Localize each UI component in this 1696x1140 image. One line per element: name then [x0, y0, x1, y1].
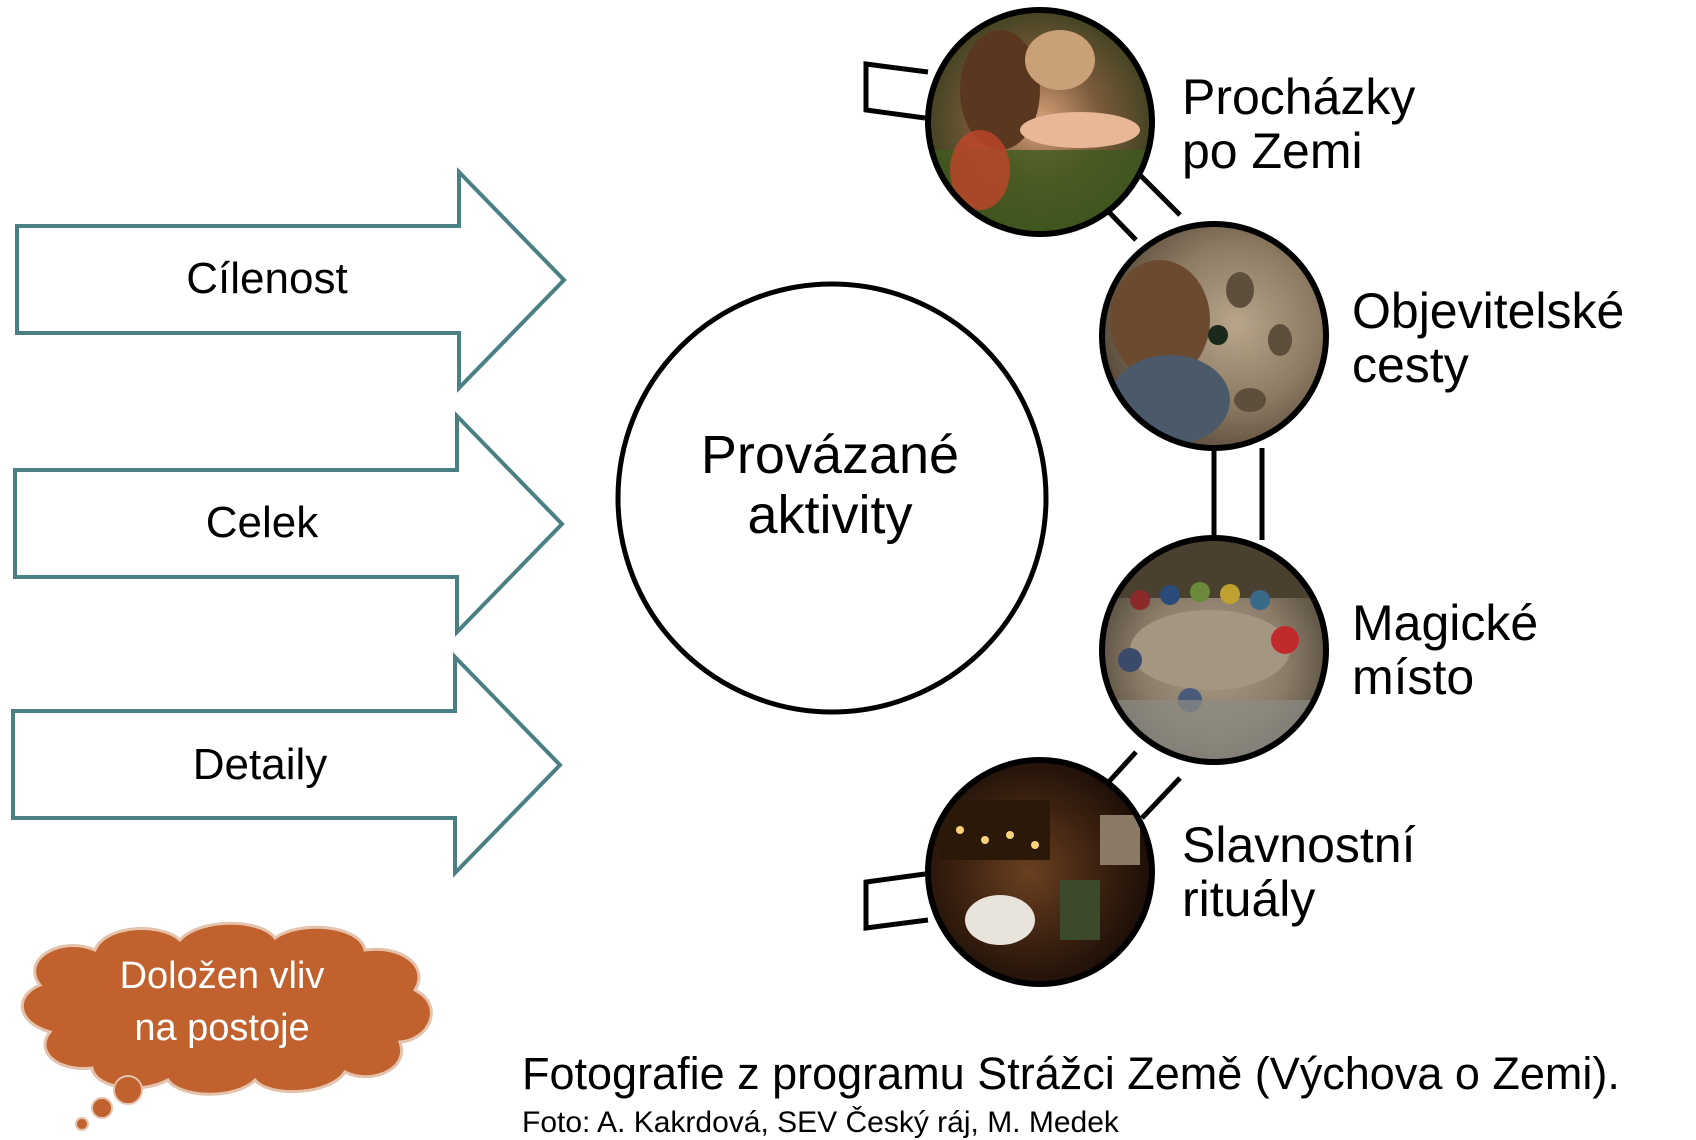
center-label-line2: aktivity: [747, 485, 913, 545]
center-circle: [615, 281, 1049, 715]
candlelit-room-photo: [925, 757, 1155, 987]
cloud-text: Doložen vliv na postoje: [62, 950, 382, 1054]
activity-line: Objevitelské: [1352, 283, 1625, 339]
center-label-line1: Provázané: [700, 425, 960, 485]
children-looking-at-hands-photo: [925, 7, 1155, 237]
activity-label-slavnostni: Slavnostní rituály: [1182, 818, 1415, 926]
activity-line: po Zemi: [1182, 123, 1363, 179]
arrow-celek: [13, 411, 565, 637]
arrow-cilenost: [15, 167, 567, 393]
connector-band: [863, 61, 1265, 931]
activity-line: Procházky: [1182, 69, 1416, 125]
activity-line: cesty: [1352, 337, 1469, 393]
group-sitting-in-circle-photo: [1099, 535, 1329, 765]
activity-line: Magické: [1352, 595, 1539, 651]
activity-line: Slavnostní: [1182, 817, 1416, 873]
girl-with-magnifier-at-rock-photo: [1099, 221, 1329, 451]
arrow-label-detaily: Detaily: [192, 740, 328, 789]
activity-label-prochazky: Procházky po Zemi: [1182, 70, 1415, 178]
cloud-line1: Doložen vliv: [119, 955, 325, 997]
activity-label-magicke: Magické místo: [1352, 596, 1538, 704]
activity-line: místo: [1352, 649, 1475, 705]
photo-credit: Foto: A. Kakrdová, SEV Český ráj, M. Med…: [522, 1106, 1119, 1139]
arrow-detaily: [11, 652, 563, 878]
arrow-label-cilenost: Cílenost: [186, 254, 348, 303]
photo-caption: Fotografie z programu Strážci Země (Vých…: [522, 1048, 1620, 1099]
thought-cloud: [21, 921, 433, 1131]
activity-label-objevitelske: Objevitelské cesty: [1352, 284, 1624, 392]
activity-line: rituály: [1182, 871, 1316, 927]
center-label: Provázané aktivity: [620, 425, 1040, 545]
arrow-label-celek: Celek: [205, 498, 319, 547]
cloud-line2: na postoje: [134, 1007, 310, 1049]
